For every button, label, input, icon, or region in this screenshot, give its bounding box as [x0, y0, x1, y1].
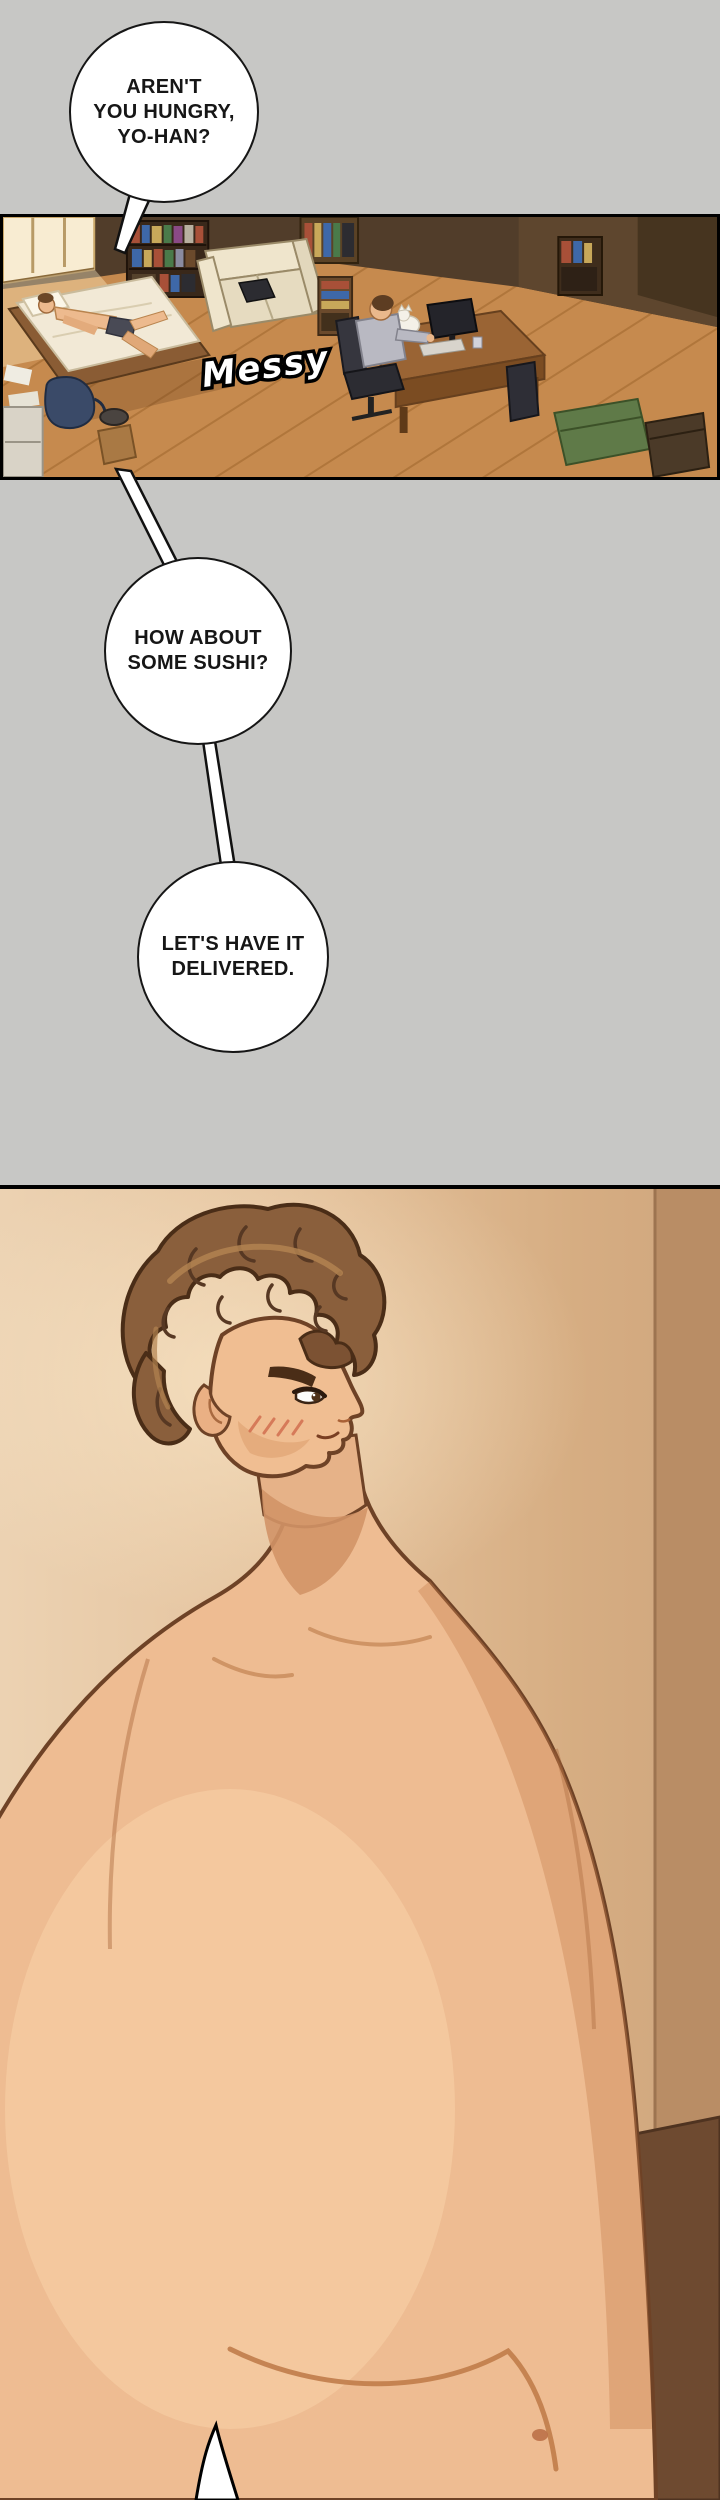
bubble3-line1: LET'S HAVE IT [161, 933, 305, 955]
bubble3-line2: DELIVERED. [171, 958, 295, 980]
crate [644, 411, 711, 477]
panel-room: Messy [0, 214, 720, 480]
person-lying [37, 293, 169, 359]
speech-bubble-3: LET'S HAVE IT DELIVERED. [137, 861, 329, 1053]
wall-shelf [299, 217, 360, 264]
speech-bubble-2: HOW ABOUT SOME SUSHI? [104, 557, 292, 745]
right-clutter [553, 236, 711, 477]
nipple [532, 2429, 548, 2441]
pec-line [227, 2346, 559, 2472]
monitor [426, 297, 479, 340]
man-hair [120, 1202, 387, 1446]
bubble2-line1: HOW ABOUT [134, 627, 262, 649]
desk-area [335, 295, 547, 433]
bubble1-line3: YO-HAN? [117, 125, 211, 148]
speech-bubble-1: AREN'T YOU HUNGRY, YO-HAN? [69, 21, 259, 203]
mug [472, 336, 483, 349]
blush-lines [248, 1415, 304, 1437]
bottom-bubble-tail [194, 2420, 240, 2500]
backpack [44, 375, 96, 429]
laptop-on-couch [237, 278, 276, 303]
bubble1-line2: YOU HUNGRY, [93, 100, 235, 123]
man-ear [192, 1383, 232, 1437]
person-at-desk [335, 295, 435, 421]
mouth [316, 1431, 340, 1440]
panel-closeup [0, 1185, 720, 2500]
man-eye [292, 1386, 327, 1405]
stool [97, 423, 138, 466]
bed [7, 275, 232, 422]
floor-clutter [3, 364, 138, 477]
pc-tower [505, 360, 540, 423]
keyboard [418, 338, 466, 357]
man-head [120, 1202, 387, 1479]
bubble1-line1: AREN'T [126, 75, 202, 98]
man-eyebrow [268, 1366, 316, 1387]
bubble2-line2: SOME SUSHI? [127, 652, 269, 674]
room-illustration: Messy [3, 217, 717, 477]
closeup-illustration [0, 1189, 720, 2500]
nostril [337, 1417, 351, 1423]
man-torso [0, 1485, 658, 2500]
